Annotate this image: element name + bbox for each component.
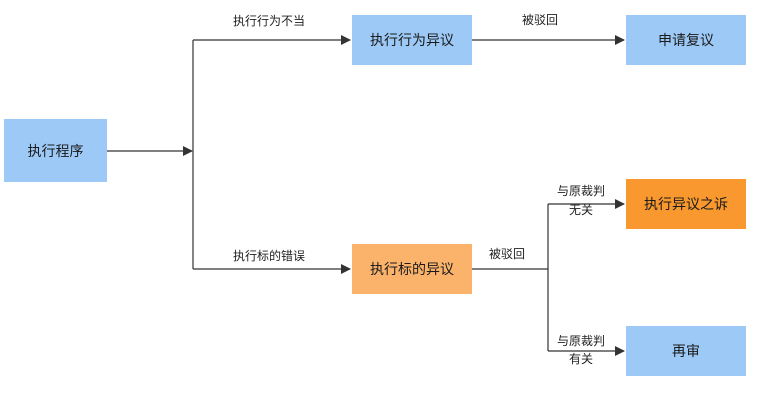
- label-unrelated: 与原裁判 无关: [554, 184, 608, 217]
- node-objection-conduct: 执行行为异议: [352, 15, 472, 65]
- node-retrial: 再审: [626, 326, 746, 376]
- node-start: 执行程序: [4, 119, 107, 182]
- node-review-application: 申请复议: [626, 15, 746, 65]
- label-unrelated-line1: 与原裁判: [556, 184, 605, 198]
- label-subject-error: 执行标的错误: [233, 249, 306, 263]
- label-related: 与原裁判 有关: [554, 334, 608, 366]
- label-rejected-2: 被驳回: [489, 247, 526, 261]
- label-improper-conduct: 执行行为不当: [233, 14, 306, 28]
- label-unrelated-line2: 无关: [568, 203, 593, 217]
- label-related-line2: 有关: [568, 352, 593, 366]
- node-objection-lawsuit: 执行异议之诉: [626, 179, 746, 229]
- label-rejected-1: 被驳回: [522, 13, 559, 27]
- label-related-line1: 与原裁判: [556, 334, 605, 348]
- node-objection-subject: 执行标的异议: [352, 244, 472, 294]
